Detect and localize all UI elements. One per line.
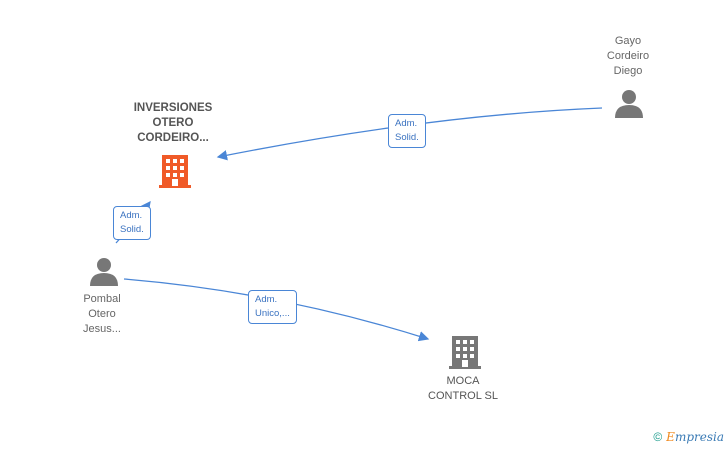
edge-label-pombal-moca[interactable]: Adm. Unico,... — [248, 290, 297, 324]
building-icon[interactable] — [449, 336, 481, 369]
building-icon[interactable] — [159, 155, 191, 188]
person-icon[interactable] — [89, 256, 119, 286]
edge-label-pombal-inversiones[interactable]: Adm. Solid. — [113, 206, 151, 240]
footer-brand: © Empresia — [653, 430, 724, 444]
person-node-label-gayo[interactable]: Gayo Cordeiro Diego — [606, 35, 650, 77]
company-node-label-inversiones[interactable]: INVERSIONES OTERO CORDEIRO... — [133, 102, 213, 144]
copyright-icon: © — [653, 430, 663, 444]
edge-label-gayo-inversiones[interactable]: Adm. Solid. — [388, 114, 426, 148]
person-icon[interactable] — [614, 88, 644, 118]
person-node-label-pombal[interactable]: Pombal Otero Jesus... — [83, 293, 121, 335]
company-node-label-moca[interactable]: MOCA CONTROL SL — [428, 375, 498, 402]
brand-logo: Empresia — [666, 430, 724, 444]
